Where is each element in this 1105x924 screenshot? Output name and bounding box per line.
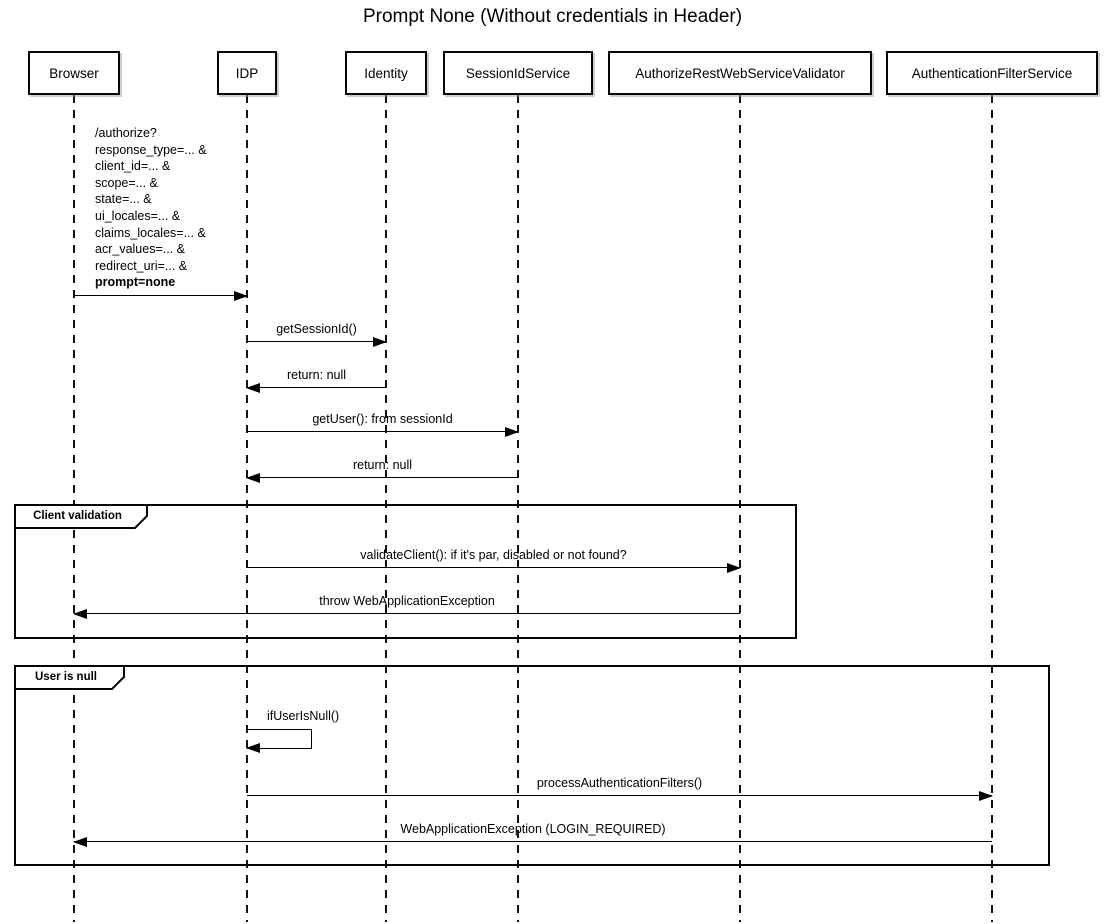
- message-line: [247, 341, 386, 342]
- lifeline-sessionidservice: [517, 95, 519, 922]
- message-line: [74, 613, 740, 614]
- message-get-user: getUser(): from sessionId: [247, 406, 519, 437]
- message-process-authentication-filters: processAuthenticationFilters(): [247, 770, 993, 801]
- message-label: getUser(): from sessionId: [312, 412, 453, 426]
- diagram-title: Prompt None (Without credentials in Head…: [362, 6, 743, 27]
- fragment-client-validation-text: Client validation: [33, 509, 122, 522]
- request-line: scope=... &: [95, 175, 158, 190]
- message-label: ifUserIsNull(): [267, 709, 340, 723]
- fragment-pentagon-shape: [14, 665, 125, 690]
- message-webapplicationexception-login-required: WebApplicationException (LOGIN_REQUIRED): [73, 816, 992, 847]
- message-line: [247, 567, 740, 568]
- message-label: WebApplicationException (LOGIN_REQUIRED): [400, 822, 666, 836]
- message-line: [247, 431, 518, 432]
- message-label: validateClient(): if it's par, disabled …: [360, 548, 627, 562]
- arrowhead-left: [246, 743, 260, 753]
- arrowhead-left: [246, 473, 260, 483]
- message-label: getSessionId(): [276, 322, 357, 336]
- message-throw-webapplicationexception: throw WebApplicationException: [73, 588, 740, 619]
- message-line: [247, 387, 386, 388]
- arrowhead-left: [73, 837, 87, 847]
- request-line: response_type=... &: [95, 142, 207, 157]
- fragment-user-is-null-label: User is null: [14, 665, 126, 690]
- participant-idp: IDP: [217, 51, 277, 95]
- arrowhead-right: [727, 563, 741, 573]
- message-return-null-session: return: null: [246, 452, 518, 483]
- participant-authenticationfilterservice: AuthenticationFilterService: [886, 51, 1098, 95]
- message-label: return: null: [286, 368, 347, 382]
- request-line-prompt-none: prompt=none: [95, 275, 176, 290]
- message-line: [74, 295, 247, 296]
- request-line: claims_locales=... &: [95, 225, 206, 240]
- fragment-user-is-null-text: User is null: [35, 670, 97, 683]
- lifeline-authorizerestwebservicevalidator: [739, 95, 741, 922]
- participant-browser-label: Browser: [49, 65, 99, 81]
- message-get-session-id: getSessionId(): [247, 316, 387, 347]
- participant-idp-label: IDP: [235, 65, 259, 81]
- fragment-client-validation-label: Client validation: [14, 504, 149, 529]
- arrowhead-right: [505, 427, 519, 437]
- participant-sessionidservice: SessionIdService: [443, 51, 593, 95]
- participant-authorizerestwebservicevalidator-label: AuthorizeRestWebServiceValidator: [635, 65, 845, 81]
- participant-authorizerestwebservicevalidator: AuthorizeRestWebServiceValidator: [608, 51, 872, 95]
- participant-browser: Browser: [28, 51, 120, 95]
- message-label: throw WebApplicationException: [319, 594, 495, 608]
- arrowhead-right: [373, 337, 387, 347]
- participant-identity: Identity: [345, 51, 427, 95]
- participant-authenticationfilterservice-label: AuthenticationFilterService: [911, 65, 1073, 81]
- arrowhead-right: [234, 291, 248, 301]
- fragment-client-validation: Client validation: [14, 504, 797, 639]
- message-return-null-identity: return: null: [246, 362, 386, 393]
- arrowhead-right: [979, 791, 993, 801]
- lifeline-authenticationfilterservice: [991, 95, 993, 922]
- message-if-user-is-null: ifUserIsNull(): [246, 709, 339, 753]
- request-line: ui_locales=... &: [95, 208, 181, 223]
- message-label: return: null: [352, 458, 413, 472]
- message-label: processAuthenticationFilters(): [536, 776, 703, 790]
- lifeline-identity: [385, 95, 387, 922]
- request-line: state=... &: [95, 192, 152, 207]
- participant-sessionidservice-label: SessionIdService: [465, 65, 571, 81]
- participant-identity-label: Identity: [364, 65, 408, 81]
- arrowhead-left: [73, 609, 87, 619]
- message-line: [247, 477, 518, 478]
- authorize-request-text: /authorize? response_type=... & client_i…: [95, 125, 207, 291]
- message-line: [247, 795, 992, 796]
- fragment-pentagon-shape: [14, 504, 148, 529]
- request-line: client_id=... &: [95, 159, 171, 174]
- request-line: acr_values=... &: [95, 242, 185, 257]
- message-authorize-request-arrow: [74, 270, 248, 301]
- fragment-user-is-null: User is null: [14, 665, 1050, 866]
- lifeline-idp: [246, 95, 248, 922]
- request-line: redirect_uri=... &: [95, 258, 188, 273]
- message-validate-client: validateClient(): if it's par, disabled …: [247, 542, 741, 573]
- message-line: [74, 841, 992, 842]
- request-line: /authorize?: [95, 126, 157, 140]
- arrowhead-left: [246, 383, 260, 393]
